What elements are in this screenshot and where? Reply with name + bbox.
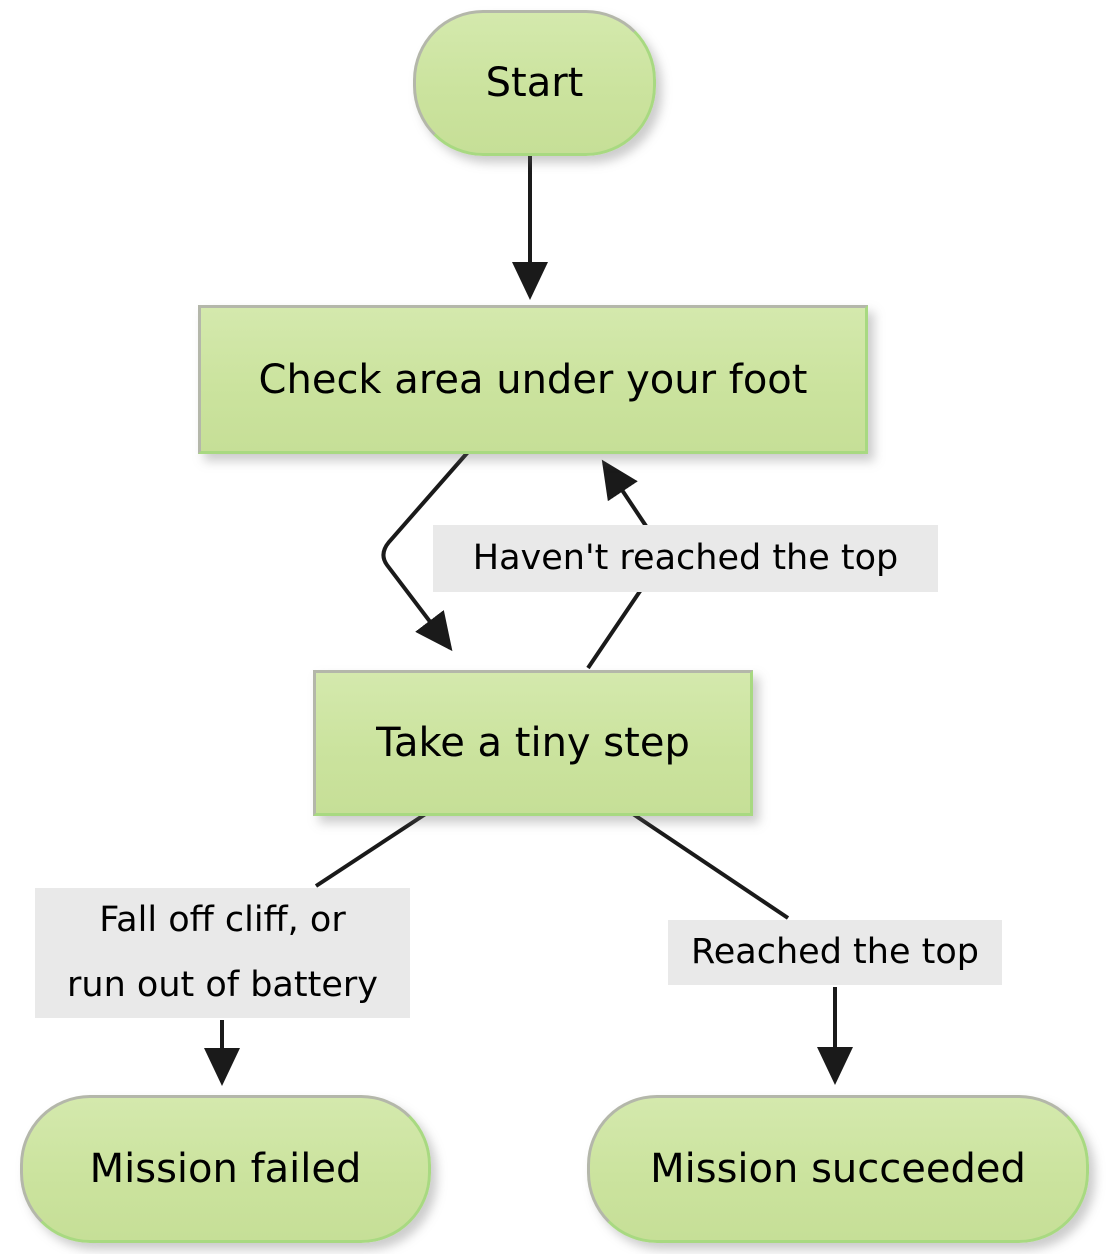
node-start-label: Start — [485, 60, 584, 106]
node-mission-succeeded-label: Mission succeeded — [650, 1146, 1026, 1192]
node-mission-succeeded: Mission succeeded — [587, 1095, 1089, 1243]
node-take-step: Take a tiny step — [313, 670, 753, 816]
edge-step-to-fail-label — [314, 811, 429, 888]
node-mission-failed: Mission failed — [20, 1095, 431, 1243]
edge-label-loop: Haven't reached the top — [433, 525, 938, 592]
edge-label-loop-text: Haven't reached the top — [472, 538, 899, 578]
edge-label-fail-line2: run out of battery — [67, 965, 378, 1005]
edge-label-success-text: Reached the top — [691, 932, 979, 972]
node-take-step-label: Take a tiny step — [376, 720, 690, 766]
edge-label-fail-line1: Fall off cliff, or — [99, 900, 346, 940]
node-start: Start — [413, 10, 656, 156]
node-mission-failed-label: Mission failed — [89, 1146, 362, 1192]
edge-label-fail: Fall off cliff, or run out of battery — [35, 888, 410, 1018]
node-check-area: Check area under your foot — [198, 305, 868, 454]
edge-label-success: Reached the top — [668, 920, 1002, 985]
edge-step-to-success-label — [628, 810, 790, 920]
node-check-area-label: Check area under your foot — [258, 356, 808, 403]
edge-check-to-step — [381, 450, 470, 652]
